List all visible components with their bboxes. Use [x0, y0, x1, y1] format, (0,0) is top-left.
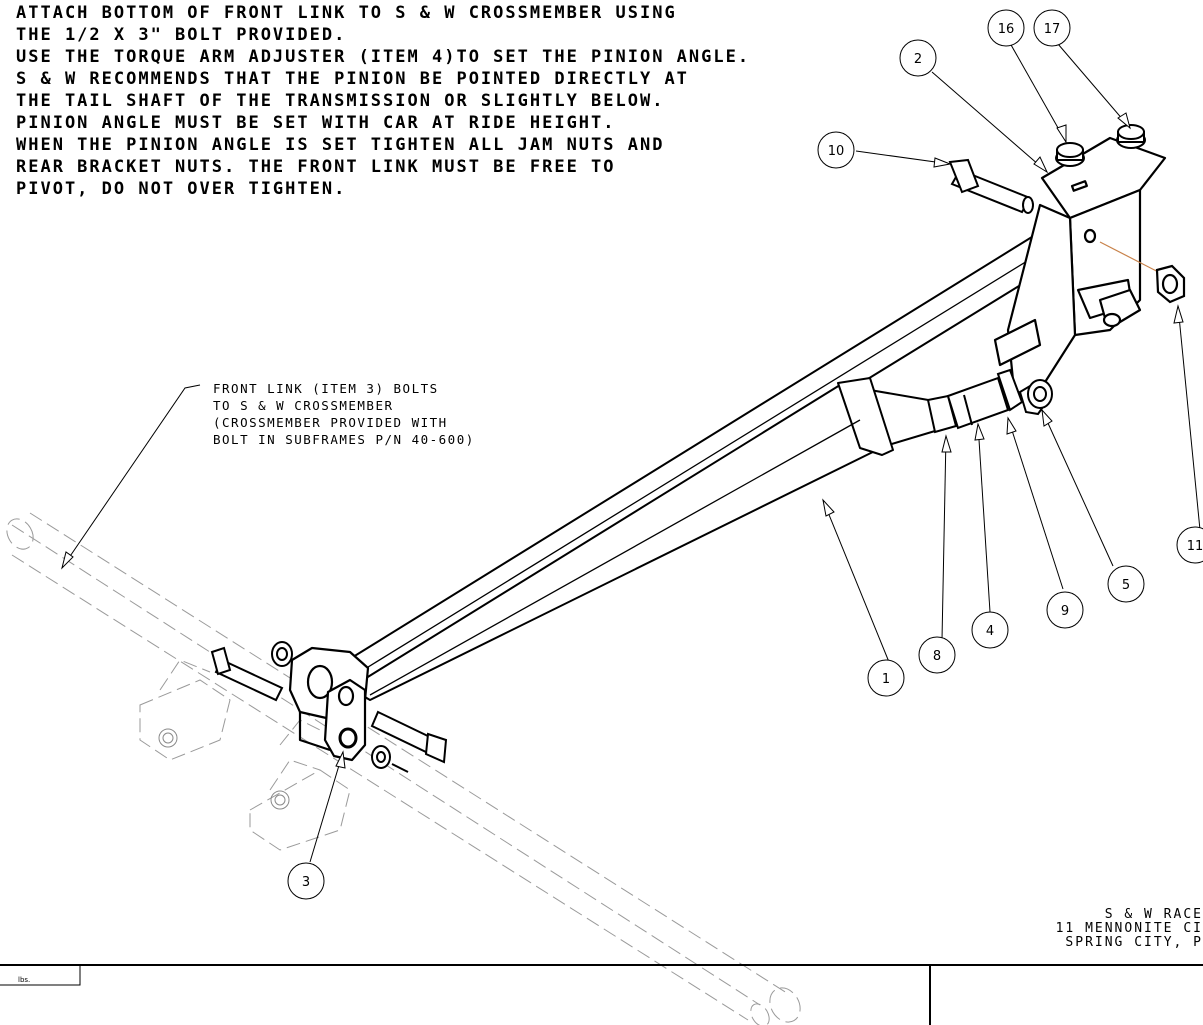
front-link-hardware [210, 641, 448, 773]
assembly-notes: ATTACH BOTTOM OF FRONT LINK TO S & W CRO… [16, 3, 750, 199]
callout-line: (CROSSMEMBER PROVIDED WITH [213, 415, 448, 430]
rear-bracket-bolts [1055, 124, 1146, 167]
note-line: THE 1/2 X 3" BOLT PROVIDED. [16, 25, 346, 45]
note-line: PINION ANGLE MUST BE SET WITH CAR AT RID… [16, 113, 616, 133]
callout-line: TO S & W CROSSMEMBER [213, 398, 394, 413]
company-name: S & W RACE [1105, 907, 1203, 922]
callout-line: FRONT LINK (ITEM 3) BOLTS [213, 381, 439, 396]
balloon-9: 9 [1061, 604, 1069, 619]
nut-11 [1155, 264, 1186, 304]
torque-arm-tubes [339, 231, 1059, 701]
note-line: ATTACH BOTTOM OF FRONT LINK TO S & W CRO… [16, 3, 677, 23]
note-line: WHEN THE PINION ANGLE IS SET TIGHTEN ALL… [16, 135, 664, 155]
company-city: SPRING CITY, P [1065, 935, 1203, 950]
leader-lines [61, 35, 1201, 863]
title-block [0, 964, 1203, 1025]
callout-line: BOLT IN SUBFRAMES P/N 40-600) [213, 432, 475, 447]
note-line: REAR BRACKET NUTS. THE FRONT LINK MUST B… [16, 157, 616, 177]
rear-bracket [993, 136, 1167, 402]
balloon-17: 17 [1044, 22, 1061, 37]
note-line: USE THE TORQUE ARM ADJUSTER (ITEM 4)TO S… [16, 47, 750, 67]
company-info: S & W RACE 11 MENNONITE CI SPRING CITY, … [1056, 907, 1203, 950]
front-link-bracket [288, 646, 370, 762]
company-address: 11 MENNONITE CI [1056, 921, 1203, 936]
balloon-4: 4 [986, 624, 994, 639]
balloon-8: 8 [933, 649, 941, 664]
balloon-11: 11 [1187, 539, 1203, 554]
leader-arrowheads [61, 112, 1184, 769]
crossmember-ghost-bolts [158, 728, 290, 810]
front-link-callout: FRONT LINK (ITEM 3) BOLTS TO S & W CROSS… [213, 381, 475, 447]
balloon-3: 3 [302, 875, 310, 890]
item-balloons [287, 9, 1203, 900]
balloon-10: 10 [828, 144, 845, 159]
balloon-16: 16 [998, 22, 1015, 37]
balloon-2: 2 [914, 52, 922, 67]
note-line: THE TAIL SHAFT OF THE TRANSMISSION OR SL… [16, 91, 664, 111]
balloon-1: 1 [882, 672, 890, 687]
weight-unit-label: lbs. [18, 976, 30, 984]
stud-bolt-10 [948, 158, 1034, 214]
note-line: PIVOT, DO NOT OVER TIGHTEN. [16, 179, 346, 199]
balloon-5: 5 [1122, 578, 1130, 593]
balloon-numbers: 16 17 2 10 11 5 9 4 8 1 3 [302, 22, 1203, 890]
note-line: S & W RECOMMENDS THAT THE PINION BE POIN… [16, 69, 689, 89]
